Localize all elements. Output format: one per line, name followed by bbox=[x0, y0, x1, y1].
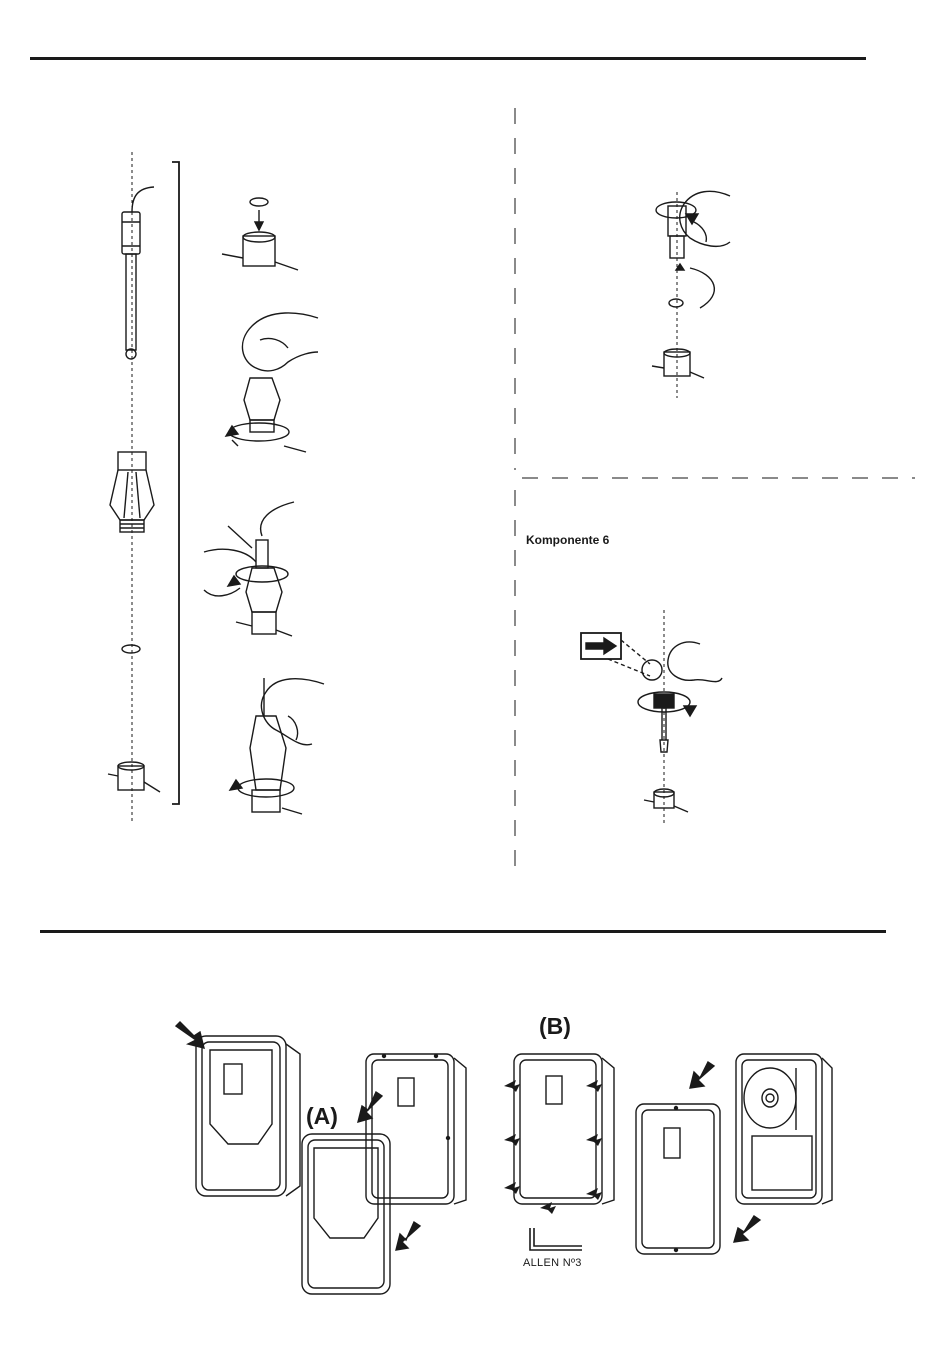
panel-open-with-device bbox=[736, 1054, 832, 1204]
step-2-screw-holder bbox=[226, 313, 318, 452]
allen-key-label: ALLEN Nº3 bbox=[523, 1257, 582, 1269]
electrode-exploded-view bbox=[108, 152, 179, 822]
panel-back-right-of-a bbox=[366, 1054, 466, 1204]
variant-a-label: (A) bbox=[306, 1103, 338, 1130]
panel-front-cover bbox=[176, 1022, 300, 1196]
step-4-tighten-assembly bbox=[230, 678, 324, 814]
connector-step bbox=[652, 191, 730, 398]
component-6-step bbox=[581, 610, 722, 826]
section-separators bbox=[515, 108, 915, 870]
variant-b-label: (B) bbox=[539, 1013, 571, 1040]
panel-variant-b bbox=[504, 1054, 614, 1250]
step-3-insert-electrode bbox=[204, 502, 294, 636]
component-label: Komponente 6 bbox=[526, 533, 609, 547]
step-1-socket-oring bbox=[222, 198, 298, 270]
